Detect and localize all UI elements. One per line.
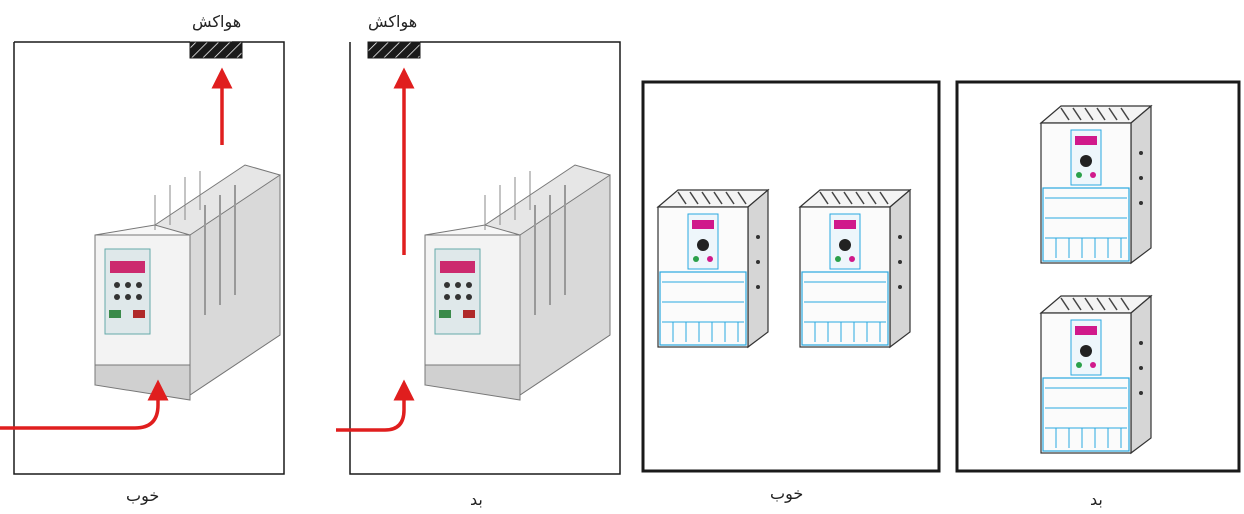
- airflow-in-arrow: [0, 390, 158, 428]
- panel-1: [0, 42, 284, 474]
- drive-unit: [658, 190, 768, 347]
- panel-caption: خوب: [770, 484, 803, 503]
- airflow-in-arrow: [336, 390, 404, 430]
- drive-unit: [425, 165, 610, 400]
- drive-unit: [95, 165, 280, 400]
- panel-caption: خوب: [126, 486, 159, 505]
- fan-icon: [368, 42, 420, 58]
- drive-unit: [800, 190, 910, 347]
- drive-unit: [1041, 106, 1151, 263]
- fan-icon: [190, 42, 242, 58]
- panel-caption: بد: [1090, 490, 1103, 509]
- drive-unit: [1041, 296, 1151, 453]
- panel-3: [643, 82, 939, 471]
- panel-4: [957, 82, 1239, 471]
- panel-caption: بد: [470, 490, 483, 509]
- fan-label: هواکش: [368, 12, 417, 31]
- panel-2: [336, 42, 620, 474]
- fan-label: هواکش: [192, 12, 241, 31]
